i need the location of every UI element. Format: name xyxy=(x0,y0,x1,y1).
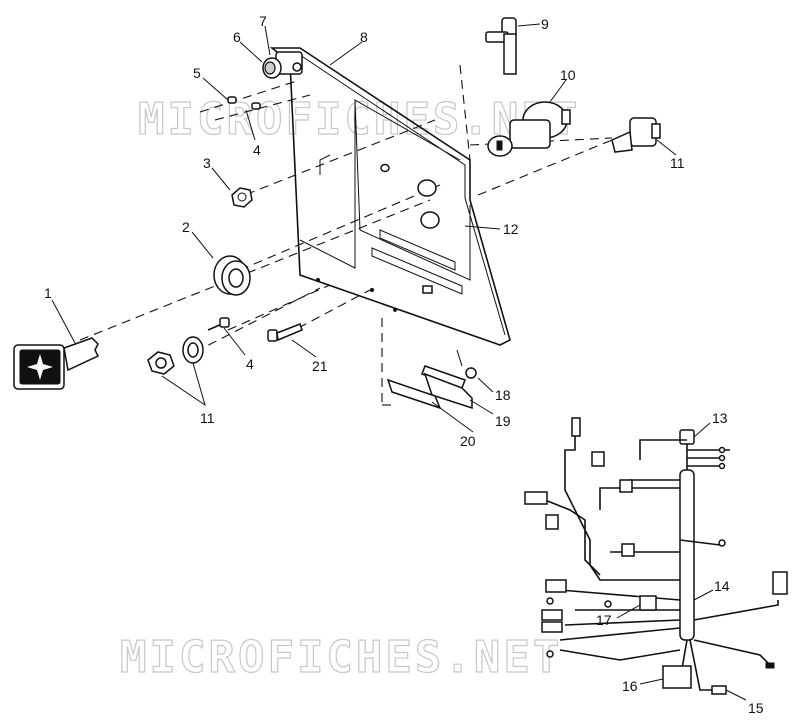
callout-4-top: 4 xyxy=(253,142,261,158)
callout-3: 3 xyxy=(203,155,211,171)
callout-7: 7 xyxy=(259,13,267,29)
lock-ring xyxy=(213,255,251,296)
callout-20: 20 xyxy=(460,433,476,449)
callout-12: 12 xyxy=(503,221,519,237)
callout-21: 21 xyxy=(312,358,328,374)
callout-1: 1 xyxy=(44,285,52,301)
switch-nut-washer xyxy=(147,336,204,375)
callout-13: 13 xyxy=(712,410,728,426)
watermark-bottom: MICROFICHES.NET xyxy=(120,632,562,683)
bracket-parts xyxy=(386,349,477,410)
callout-16: 16 xyxy=(622,678,638,694)
callout-18: 18 xyxy=(495,387,511,403)
key xyxy=(13,337,100,390)
callout-10: 10 xyxy=(560,67,576,83)
switch-9 xyxy=(485,17,517,75)
nut xyxy=(231,187,253,208)
callout-4-bottom: 4 xyxy=(246,356,254,372)
callout-6: 6 xyxy=(233,29,241,45)
screw-21 xyxy=(267,323,303,342)
screws-top xyxy=(227,96,261,110)
leader-lines xyxy=(51,23,747,701)
callouts: 1 2 3 4 5 6 7 8 9 10 11 12 4 21 11 18 19… xyxy=(44,13,764,716)
wiring-harness xyxy=(524,417,788,695)
toggle-switch xyxy=(611,117,661,153)
screw-lower xyxy=(207,317,230,331)
callout-15: 15 xyxy=(748,700,764,716)
callout-14: 14 xyxy=(714,578,730,594)
callout-19: 19 xyxy=(495,413,511,429)
callout-8: 8 xyxy=(360,29,368,45)
callout-11-top: 11 xyxy=(670,155,685,171)
callout-5: 5 xyxy=(193,65,201,81)
callout-11-bottom: 11 xyxy=(200,410,215,426)
callout-17: 17 xyxy=(596,612,612,628)
callout-9: 9 xyxy=(541,16,549,32)
ignition-switch xyxy=(487,101,571,157)
dash-panel xyxy=(269,47,511,346)
bulb-socket xyxy=(262,51,303,79)
callout-2: 2 xyxy=(182,219,190,235)
